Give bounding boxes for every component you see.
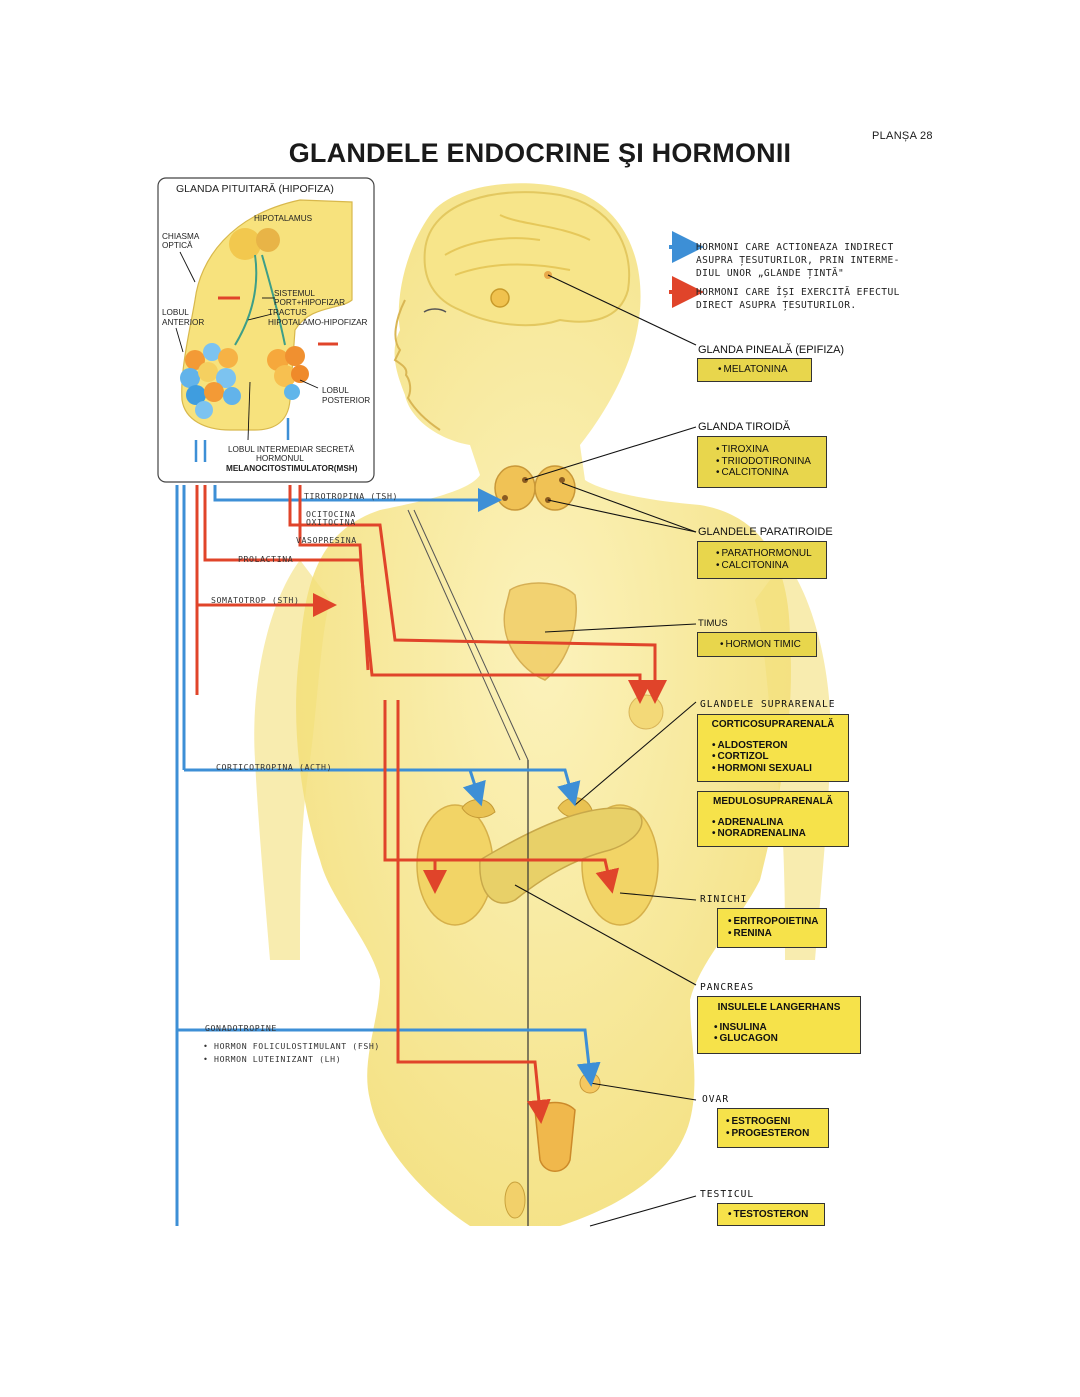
ovary-hormone-box: ESTROGENI PROGESTERON: [717, 1108, 829, 1148]
flow-tsh-label: TIROTROPINA (TSH): [304, 491, 398, 501]
brain: [423, 191, 631, 327]
hormone-tiroxina: TIROXINA: [716, 444, 826, 456]
msh-label: MELANOCITOSTIMULATOR(MSH): [226, 464, 358, 473]
kidney-label: RINICHI: [700, 894, 748, 905]
hormone-noradrenalina: NORADRENALINA: [712, 828, 848, 840]
hormone-eritropoietina: ERITROPOIETINA: [728, 916, 826, 928]
tractus-label-2: HIPOTALAMO-HIPOFIZAR: [268, 318, 368, 327]
thymus-label: TIMUS: [698, 618, 728, 629]
thymus: [503, 582, 577, 681]
hormone-cortizol: CORTIZOL: [712, 751, 848, 763]
flow-vasopresina-label: VASOPRESINA: [296, 535, 357, 545]
blue-flow-lines: [175, 485, 601, 1226]
hormone-adrenalina: ADRENALINA: [712, 817, 848, 829]
flow-ocitocina-label: OCITOCINA: [306, 509, 356, 519]
lobul-posterior-label-1: LOBUL: [322, 386, 349, 395]
legend-blue-line-2: ASUPRA ȚESUTURILOR, PRIN INTERME-: [696, 255, 900, 266]
hormone-timic: HORMON TIMIC: [720, 639, 816, 651]
parathyroid-hormone-box: PARATHORMONUL CALCITONINA: [697, 541, 827, 579]
langerhans-title: INSULELE LANGERHANS: [717, 1002, 841, 1013]
sistemul-label-2: PORT+HIPOFIZAR: [274, 298, 346, 307]
inset-title: GLANDA PITUITARĂ (HIPOFIZA): [176, 183, 334, 195]
legend-blue-line-1: HORMONI CARE ACTIONEAZA INDIRECT: [696, 242, 894, 253]
pituitary-marker: [490, 288, 510, 308]
thyroid-gland: [494, 465, 576, 511]
hormone-sexuali: HORMONI SEXUALI: [712, 763, 848, 775]
kidney-hormone-box: ERITROPOIETINA RENINA: [717, 908, 827, 948]
eye: [423, 308, 447, 313]
legend-red-line-2: DIRECT ASUPRA ȚESUTURILOR.: [696, 300, 857, 311]
anterior-lobe: [180, 343, 241, 419]
flow-gonadotropine-label: GONADOTROPINE: [205, 1023, 277, 1033]
testicle: [504, 1181, 526, 1219]
pineal-hormone-box: MELATONINA: [697, 358, 812, 382]
hipotalamus-label: HIPOTALAMUS: [254, 214, 313, 223]
hormone-estrogeni: ESTROGENI: [726, 1116, 828, 1128]
adrenal-glands-label: GLANDELE SUPRARENALE: [700, 699, 836, 710]
cortico-hormone-box: CORTICOSUPRARENALĂ ALDOSTERON CORTIZOL H…: [697, 714, 849, 782]
flow-fsh-label: • HORMON FOLICULOSTIMULANT (FSH): [203, 1041, 380, 1051]
testicle-label: TESTICUL: [700, 1189, 755, 1200]
breast: [628, 694, 664, 730]
hormone-calcitonina-2: CALCITONINA: [716, 560, 826, 572]
intermediar-label-1: LOBUL INTERMEDIAR SECRETĂ: [228, 445, 355, 454]
left-arm: [254, 560, 330, 960]
flow-lh-label: • HORMON LUTEINIZANT (LH): [203, 1054, 342, 1064]
flow-sth-label: SOMATOTROP (STH): [211, 595, 300, 605]
plate-number: PLANȘA 28: [872, 130, 933, 142]
thyroid-gland-label: GLANDA TIROIDĂ: [698, 421, 791, 433]
medulo-title: MEDULOSUPRARENALĂ: [713, 796, 833, 807]
testicle-hormone-box: TESTOSTERON: [717, 1203, 825, 1226]
leader-lines: [514, 274, 697, 1227]
uterus: [534, 1101, 576, 1172]
sistemul-label-1: SISTEMUL: [274, 289, 315, 298]
pituitary-inset: [157, 177, 375, 483]
hormone-aldosteron: ALDOSTERON: [712, 740, 848, 752]
pancreas-label: PANCREAS: [700, 982, 755, 993]
lobul-posterior-label-2: POSTERIOR: [322, 396, 371, 405]
pancreas: [479, 807, 643, 904]
face-profile: [393, 299, 441, 431]
page-title: GLANDELE ENDOCRINE ŞI HORMONII: [288, 138, 792, 168]
chiasma-label-1: CHIASMA: [162, 232, 200, 241]
tractus-label-1: TRACTUS: [268, 308, 307, 317]
pancreas-hormone-box: INSULELE LANGERHANS INSULINA GLUCAGON: [697, 996, 861, 1054]
hormone-calcitonina: CALCITONINA: [716, 467, 826, 479]
body-outline: [296, 183, 791, 1226]
hormone-testosteron: TESTOSTERON: [728, 1209, 824, 1221]
hormone-renina: RENINA: [728, 928, 826, 940]
red-flow-lines: [195, 485, 667, 1124]
cortico-title: CORTICOSUPRARENALĂ: [711, 719, 835, 730]
pineal-gland-label: GLANDA PINEALĂ (EPIFIZA): [698, 344, 845, 356]
flow-acth-label: CORTICOTROPINA (ACTH): [216, 762, 333, 772]
posterior-lobe: [267, 346, 309, 400]
legend-arrows: [669, 231, 704, 308]
flow-oxitocina-label: OXITOCINA: [306, 517, 356, 527]
hormone-insulina: INSULINA: [714, 1022, 860, 1034]
lobul-anterior-label-2: ANTERIOR: [162, 318, 205, 327]
hormone-melatonina: MELATONINA: [718, 364, 811, 376]
flow-prolactina-label: PROLACTINA: [238, 554, 294, 564]
legend-blue-line-3: DIUL UNOR „GLANDE ȚINTĂ": [696, 268, 845, 279]
thyroid-hormone-box: TIROXINA TRIIODOTIRONINA CALCITONINA: [697, 436, 827, 488]
lobul-anterior-label-1: LOBUL: [162, 308, 189, 317]
ovary-label: OVAR: [702, 1094, 730, 1105]
hormone-parathormonul: PARATHORMONUL: [716, 548, 826, 560]
chiasma-label-2: OPTICĂ: [162, 241, 193, 250]
medulo-hormone-box: MEDULOSUPRARENALĂ ADRENALINA NORADRENALI…: [697, 791, 849, 847]
hormone-triiodotironina: TRIIODOTIRONINA: [716, 456, 826, 468]
parathyroid-gland-label: GLANDELE PARATIROIDE: [698, 526, 833, 538]
hormone-glucagon: GLUCAGON: [714, 1033, 860, 1045]
intermediar-label-2: HORMONUL: [256, 454, 304, 463]
legend-red-line-1: HORMONI CARE ÎȘI EXERCITĂ EFECTUL: [696, 287, 900, 298]
thymus-hormone-box: HORMON TIMIC: [697, 632, 817, 657]
hormone-progesteron: PROGESTERON: [726, 1128, 828, 1140]
